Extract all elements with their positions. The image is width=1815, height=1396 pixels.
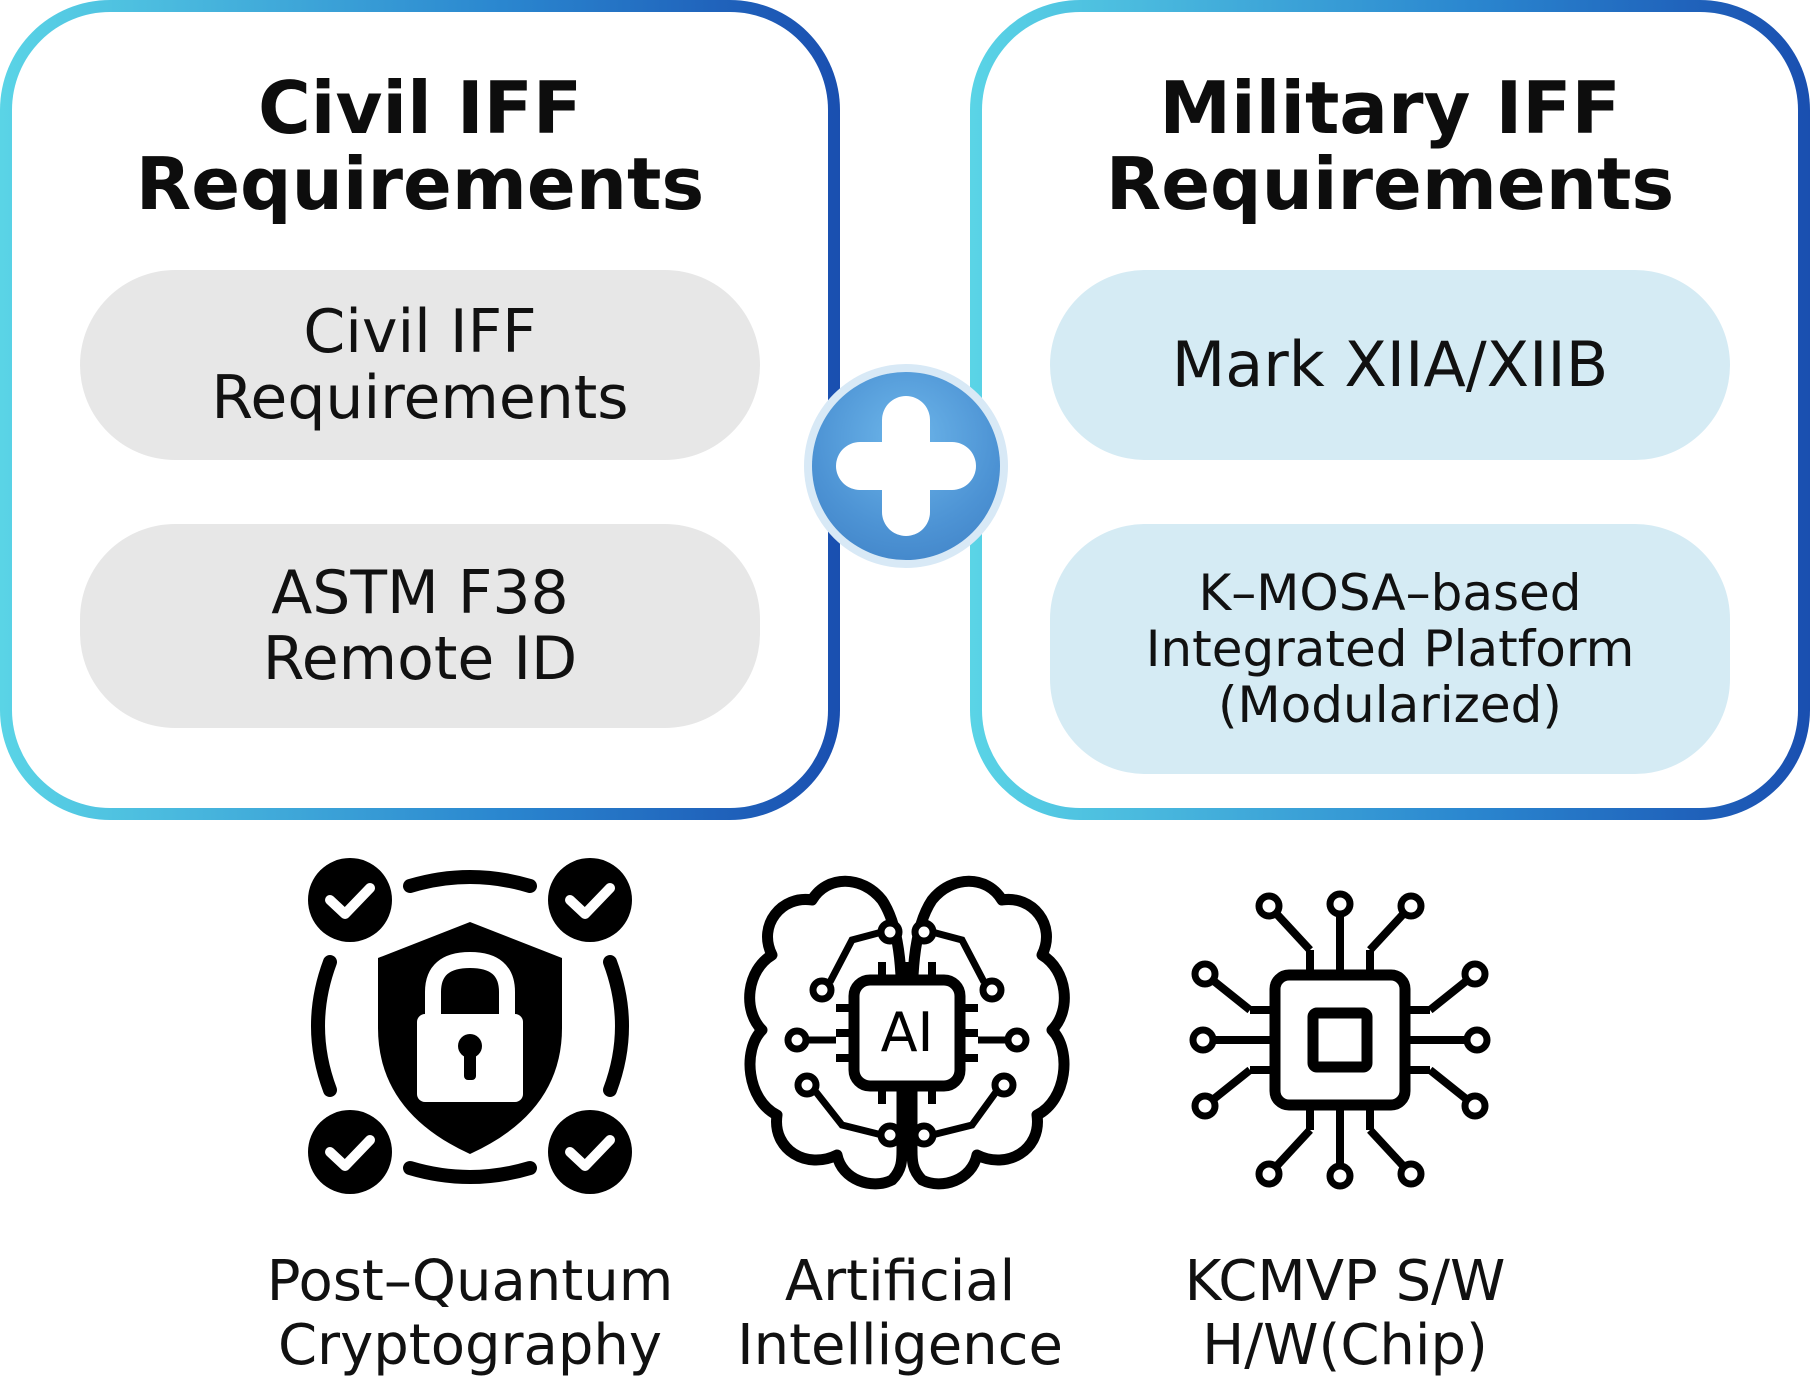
ai-brain-icon: AI (744, 875, 1070, 1190)
k-mosa-platform-pill: K–MOSA–based Integrated Platform (Modula… (1050, 524, 1730, 774)
ai-chip-text: AI (881, 1001, 934, 1064)
kcmvp-label: KCMVP S/W H/W(Chip) (1184, 1249, 1506, 1378)
military-iff-panel: Military IFF Requirements Mark XIIA/XIIB… (970, 0, 1810, 820)
post-quantum-cryptography-label: Post–Quantum Cryptography (266, 1249, 674, 1378)
civil-iff-panel: Civil IFF Requirements Civil IFF Require… (0, 0, 840, 820)
military-panel-title: Military IFF Requirements (1105, 66, 1675, 226)
shield-lock-icon (308, 858, 632, 1194)
civil-panel-title: Civil IFF Requirements (135, 66, 705, 226)
astm-remote-id-pill: ASTM F38 Remote ID (80, 524, 760, 728)
plus-icon (804, 364, 1008, 568)
artificial-intelligence-label: Artificial Intelligence (737, 1249, 1063, 1378)
civil-requirements-pill: Civil IFF Requirements (80, 270, 760, 460)
chip-icon (1189, 890, 1491, 1190)
mark-xii-pill: Mark XIIA/XIIB (1050, 270, 1730, 460)
